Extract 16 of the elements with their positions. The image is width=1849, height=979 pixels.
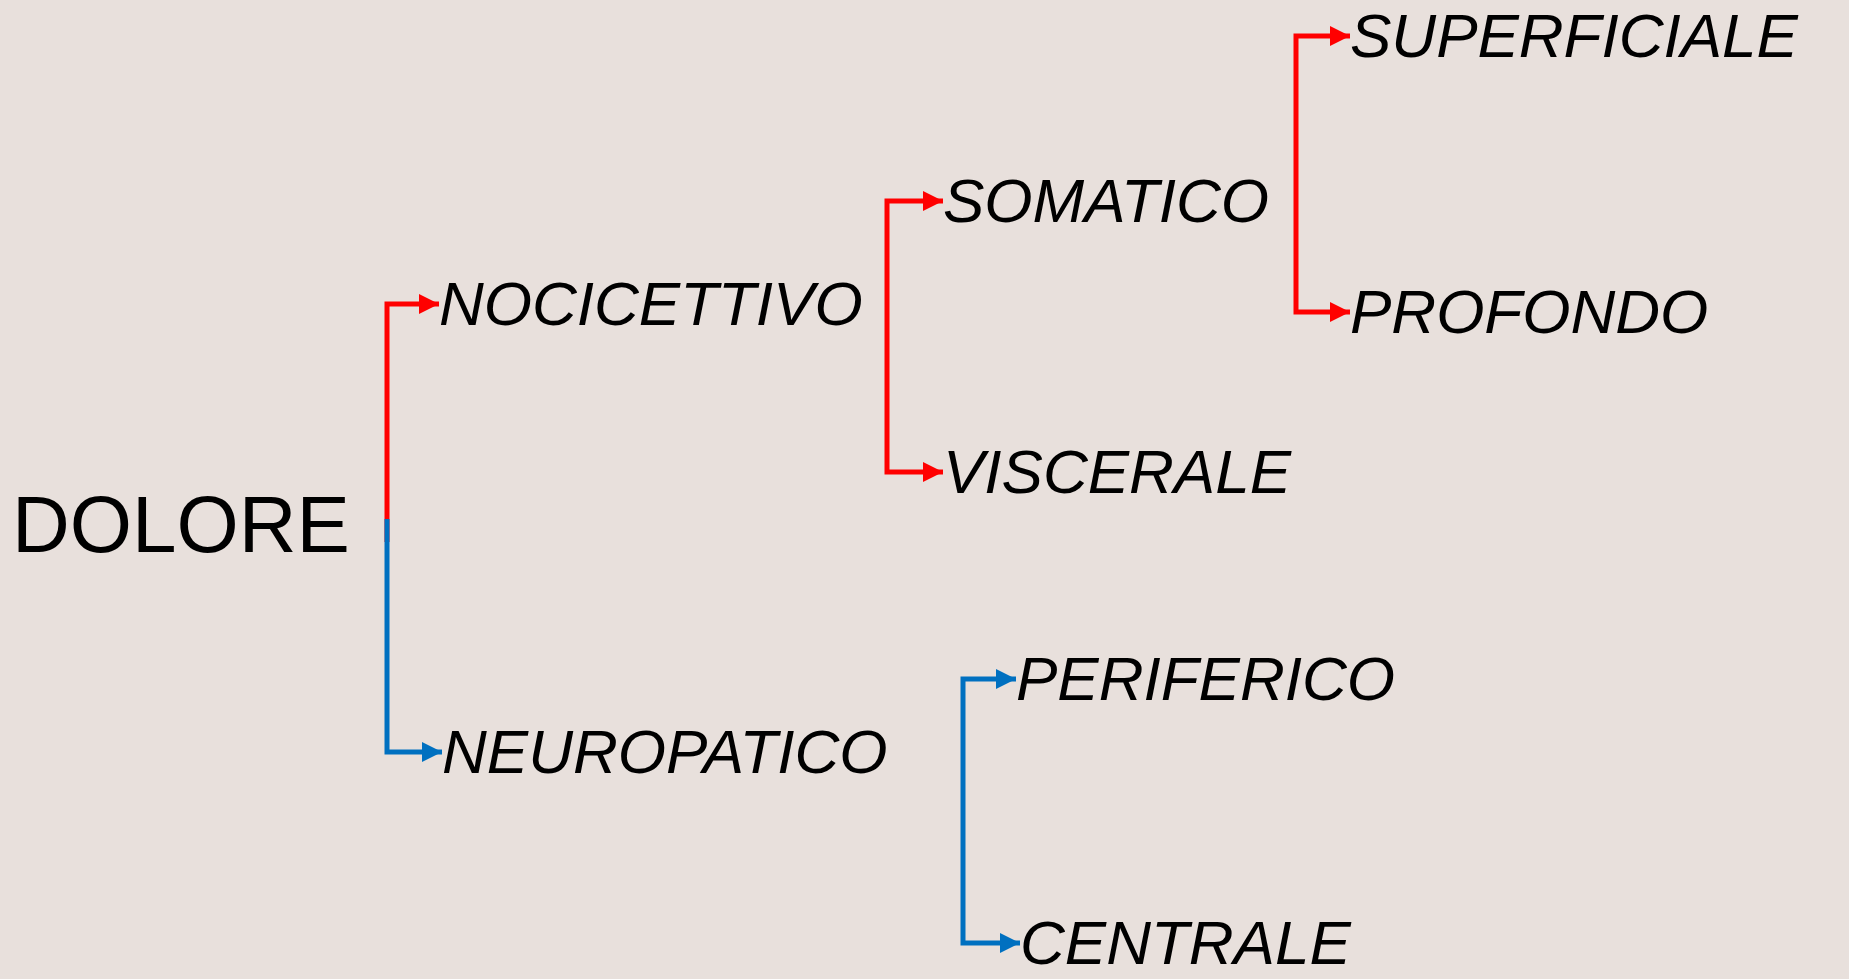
- node-label: SUPERFICIALE: [1350, 5, 1798, 67]
- arrow: [884, 304, 943, 482]
- arrow: [960, 669, 1016, 752]
- arrow: [384, 519, 442, 762]
- node-label: NEUROPATICO: [442, 721, 888, 783]
- node-label: NOCICETTIVO: [439, 273, 863, 335]
- arrow: [884, 191, 943, 304]
- node-label: VISCERALE: [943, 441, 1292, 503]
- arrow: [1293, 201, 1350, 322]
- node-label: PROFONDO: [1350, 281, 1709, 343]
- arrow: [1293, 26, 1350, 201]
- node-label: CENTRALE: [1020, 912, 1351, 974]
- node-label: PERIFERICO: [1016, 648, 1395, 710]
- node-label: DOLORE: [12, 485, 350, 565]
- node-label: SOMATICO: [943, 170, 1270, 232]
- arrow: [960, 752, 1020, 953]
